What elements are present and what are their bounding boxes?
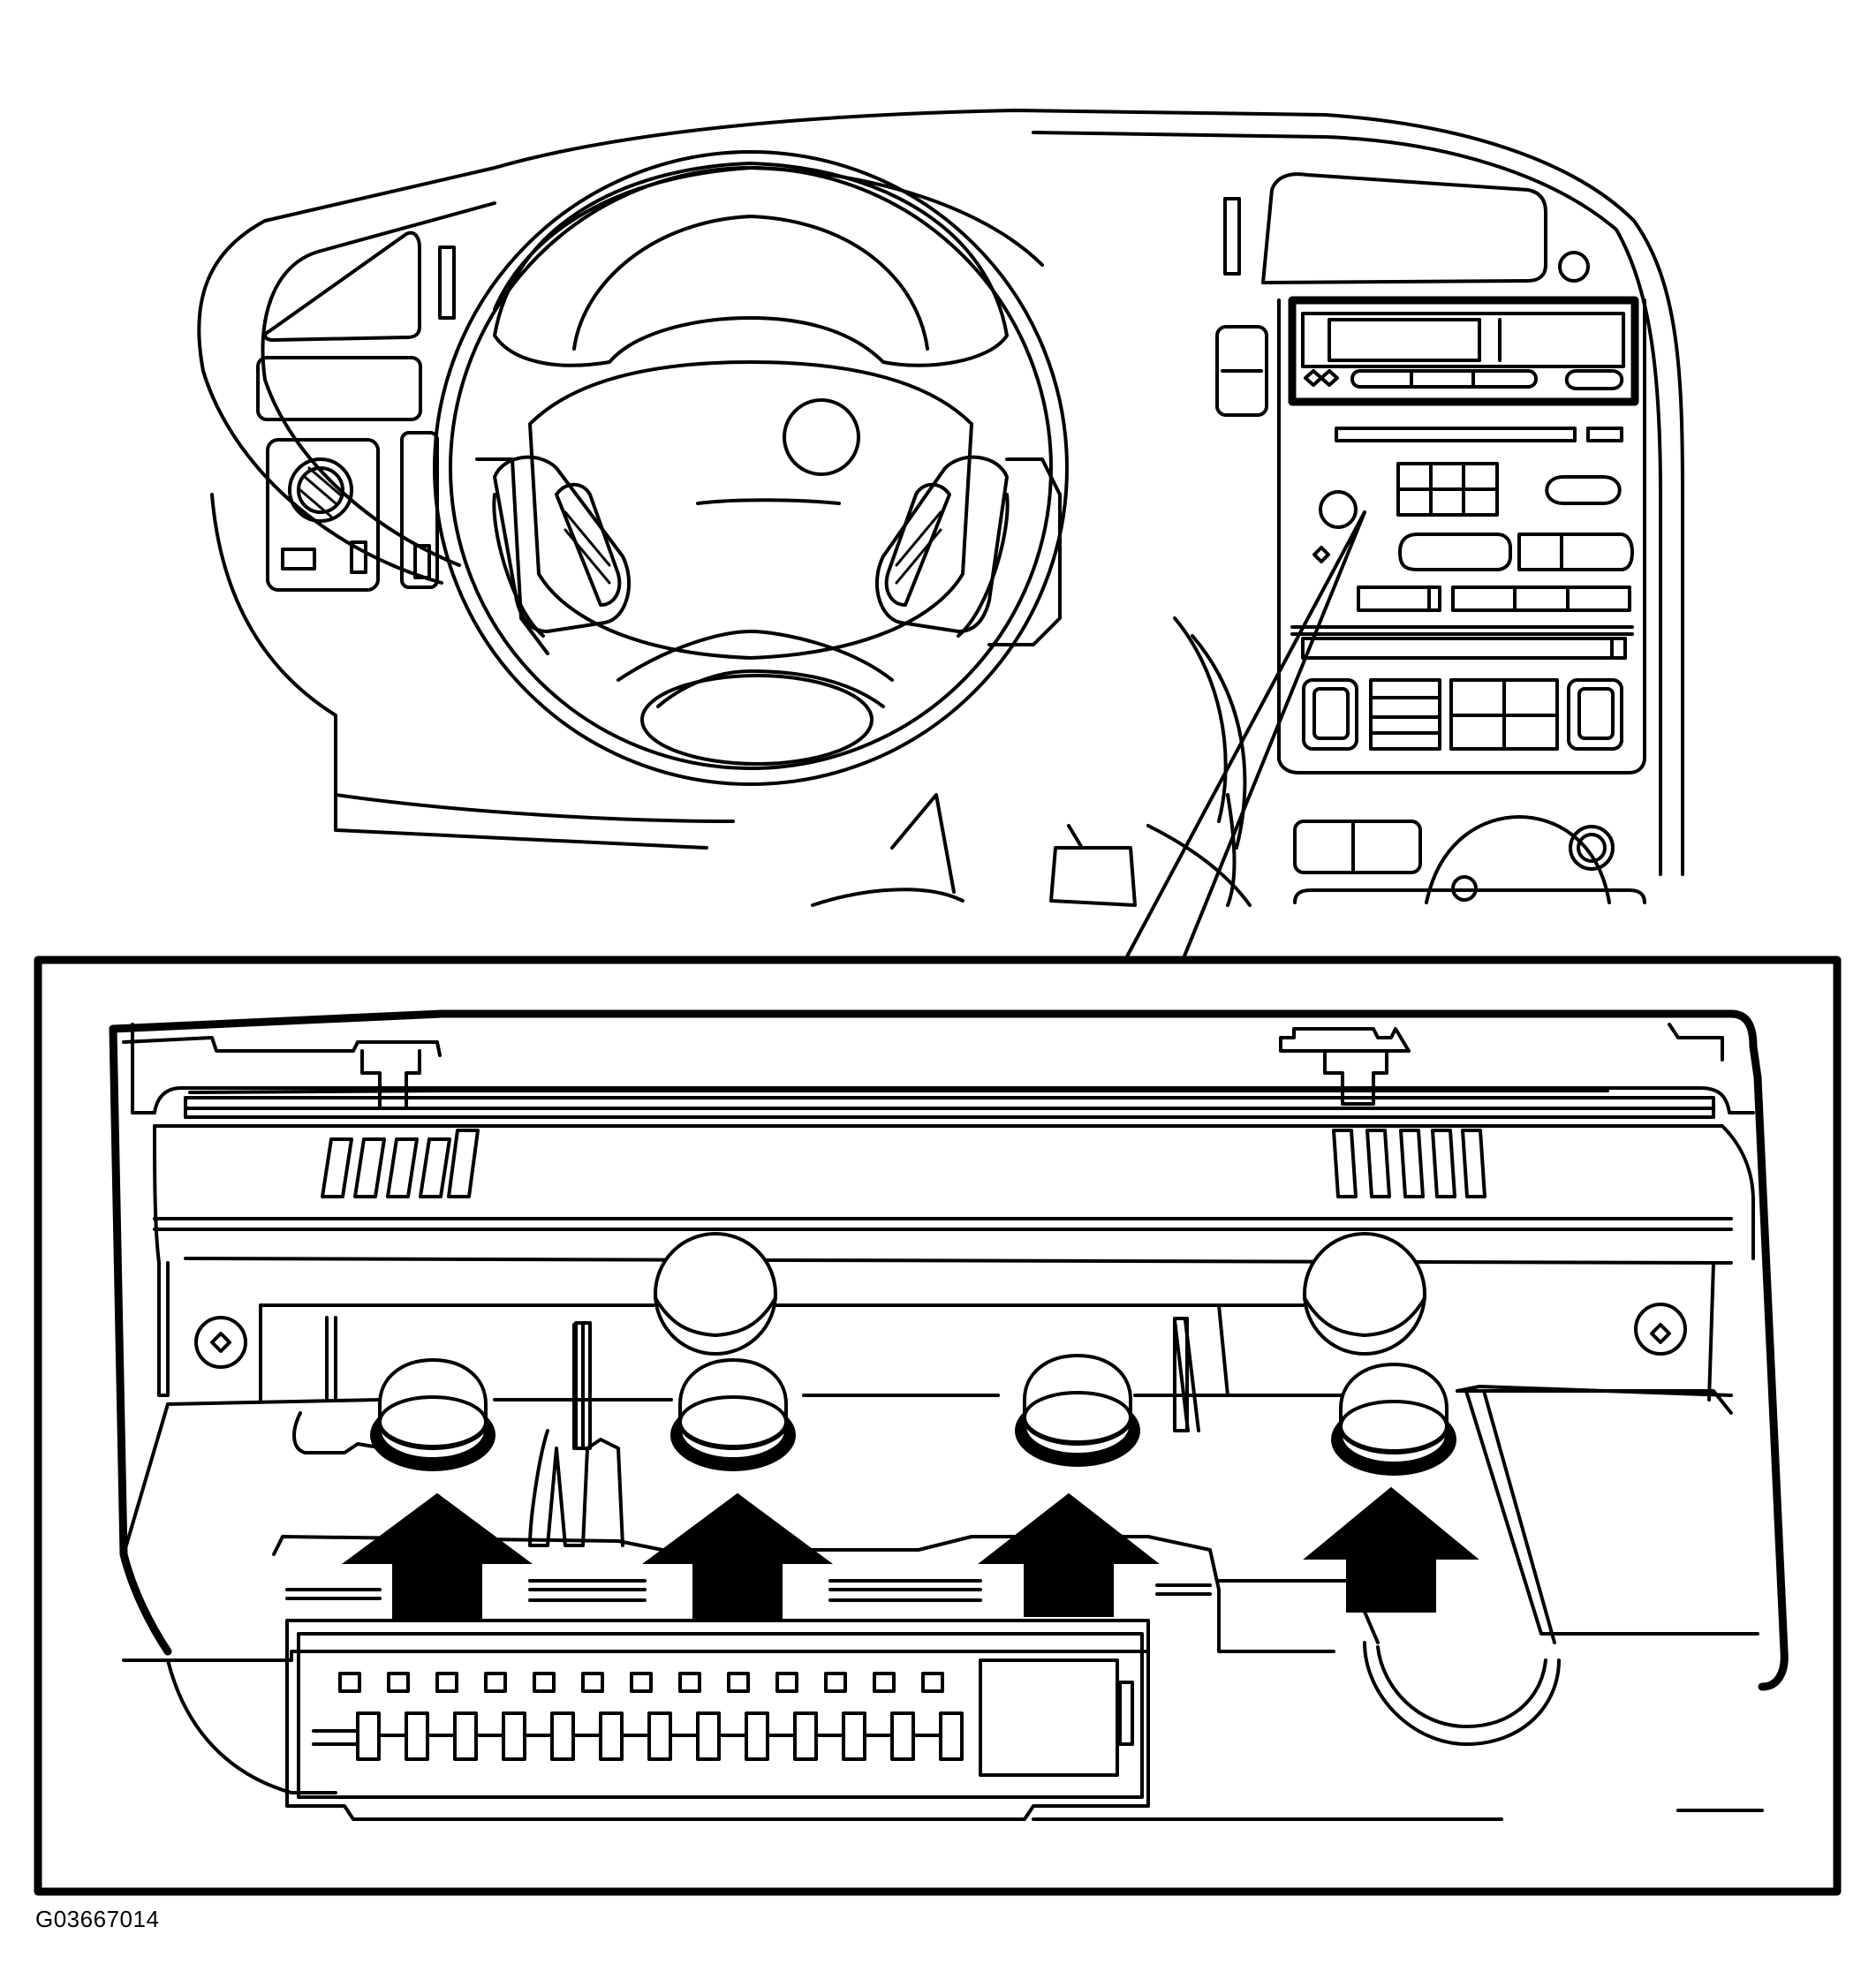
knob-3 [1015, 1353, 1140, 1467]
connector-pins-top [338, 1672, 944, 1693]
center-stack [1215, 172, 1646, 904]
knob-4 [1331, 1362, 1456, 1476]
dashboard-overview [197, 109, 1684, 907]
connector-pins-bottom [312, 1711, 964, 1761]
up-arrow-icon [1303, 1486, 1479, 1613]
figure-id-code: G03667014 [35, 1906, 160, 1932]
removal-arrows [285, 1486, 1479, 1621]
up-arrow-icon [641, 1492, 834, 1621]
up-arrow-icon [978, 1492, 1160, 1617]
control-module-detail [109, 1009, 1789, 1821]
callout-leader [1124, 510, 1366, 960]
up-arrow-icon [341, 1492, 533, 1621]
steering-wheel [433, 150, 1069, 786]
knob-1 [370, 1357, 495, 1471]
front-knobs [370, 1353, 1456, 1476]
knob-2 [670, 1357, 796, 1471]
connector [285, 1619, 1150, 1821]
detail-frame [34, 956, 1842, 1896]
